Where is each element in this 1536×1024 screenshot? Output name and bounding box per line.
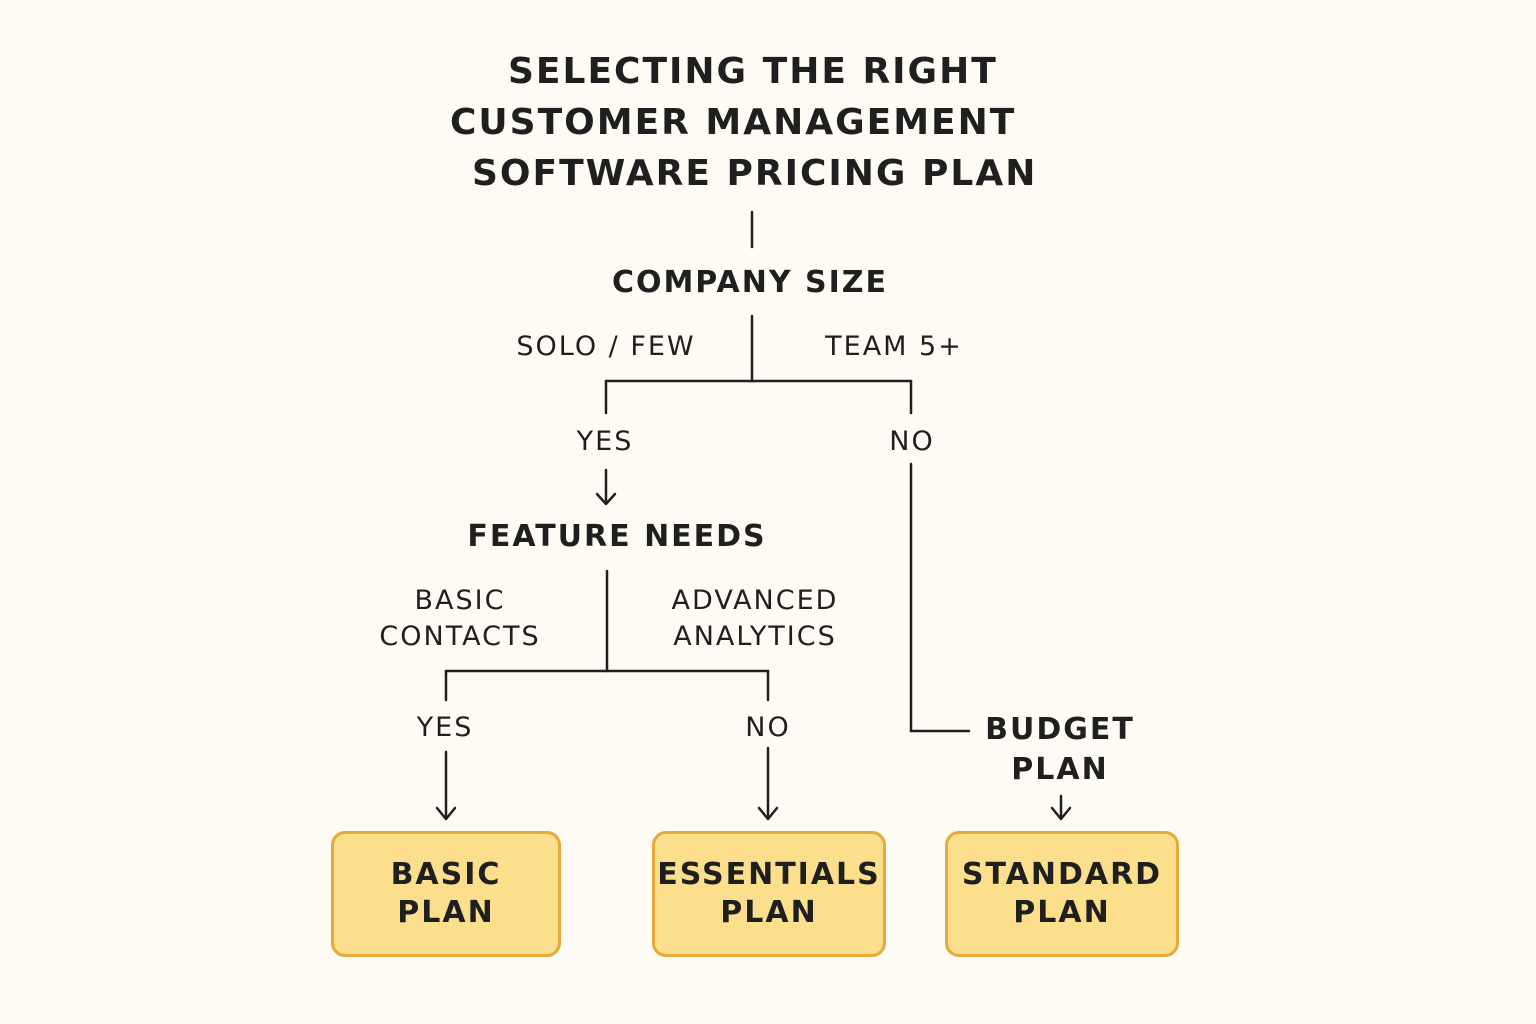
budget-plan-line-1: BUDGET (985, 712, 1135, 747)
standard-plan-box: STANDARD PLAN (945, 831, 1179, 957)
company-size-no-label: NO (889, 426, 935, 457)
feature-needs-yes-label: YES (416, 712, 474, 743)
standard-plan-line-1: STANDARD (961, 857, 1163, 892)
essentials-plan-line-2: PLAN (720, 895, 818, 930)
basic-plan-box: BASIC PLAN (331, 831, 561, 957)
branch-label-team-5-plus: TEAM 5+ (825, 331, 963, 362)
basic-plan-line-1: BASIC (390, 857, 502, 892)
yes-to-feature-arrowhead (595, 492, 617, 506)
no-to-essentials-arrowhead (757, 806, 779, 821)
budget-plan-node: BUDGET PLAN (985, 710, 1135, 790)
standard-plan-line-2: PLAN (1013, 895, 1111, 930)
title-line-1: SELECTING THE RIGHT (508, 51, 998, 92)
basic-plan-line-2: PLAN (397, 895, 495, 930)
advanced-analytics-line-1: ADVANCED (671, 585, 839, 616)
budget-plan-line-2: PLAN (1011, 752, 1109, 787)
feature-needs-node: FEATURE NEEDS (467, 519, 767, 554)
essentials-plan-box: ESSENTIALS PLAN (652, 831, 886, 957)
essentials-plan-line-1: ESSENTIALS (657, 857, 881, 892)
branch-label-solo-few: SOLO / FEW (516, 331, 696, 362)
company-size-yes-label: YES (576, 426, 634, 457)
feature-needs-no-label: NO (745, 712, 791, 743)
title-line-2: CUSTOMER MANAGEMENT (450, 102, 1017, 143)
branch-label-advanced-analytics: ADVANCED ANALYTICS (672, 583, 839, 655)
budget-to-standard-arrowhead (1050, 806, 1072, 821)
branch-label-basic-contacts: BASIC CONTACTS (379, 583, 540, 655)
company-size-node: COMPANY SIZE (611, 265, 889, 300)
advanced-analytics-line-2: ANALYTICS (673, 621, 837, 652)
yes-to-basic-arrowhead (435, 806, 457, 821)
title-line-3: SOFTWARE PRICING PLAN (472, 153, 1038, 194)
basic-contacts-line-1: BASIC (414, 585, 506, 616)
basic-contacts-line-2: CONTACTS (379, 621, 541, 652)
